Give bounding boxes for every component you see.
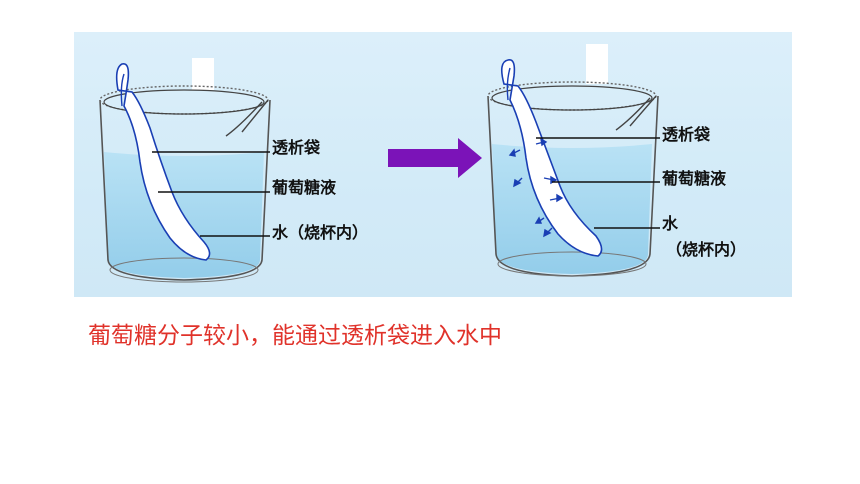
paper-scrap (586, 44, 608, 84)
caption-text: 葡萄糖分子较小，能通过透析袋进入水中 (88, 323, 502, 349)
left-bag-knot (120, 73, 125, 107)
right-bag-knot (506, 67, 511, 101)
left-beaker-bottom (109, 257, 259, 283)
right-label-glucose: 葡萄糖液 (662, 169, 727, 188)
paper-scrap (192, 58, 214, 90)
left-label-dialysis-bag: 透析袋 (272, 138, 321, 157)
left-beaker-spout (225, 99, 269, 137)
left-label-glucose: 葡萄糖液 (272, 178, 337, 197)
left-beaker-rim-inner (103, 89, 265, 115)
right-beaker-bottom (497, 251, 647, 277)
right-beaker-rim-inner (491, 85, 653, 111)
transition-arrow (388, 138, 482, 178)
right-beaker (487, 59, 660, 277)
dialysis-diagram-svg (99, 44, 660, 283)
right-beaker-spout (615, 95, 657, 131)
dialysis-diagram-panel: 透析袋 葡萄糖液 水（烧杯内） 透析袋 葡萄糖液 水 （烧杯内） (74, 32, 792, 297)
right-label-water-beaker: （烧杯内） (666, 240, 747, 259)
left-label-water: 水（烧杯内） (272, 223, 369, 242)
right-label-dialysis-bag: 透析袋 (662, 125, 711, 144)
diffusion-arrows (508, 137, 564, 238)
left-dialysis-bag (115, 63, 211, 261)
right-label-water: 水 (662, 214, 679, 233)
right-dialysis-bag (500, 59, 603, 257)
left-beaker (99, 63, 271, 283)
